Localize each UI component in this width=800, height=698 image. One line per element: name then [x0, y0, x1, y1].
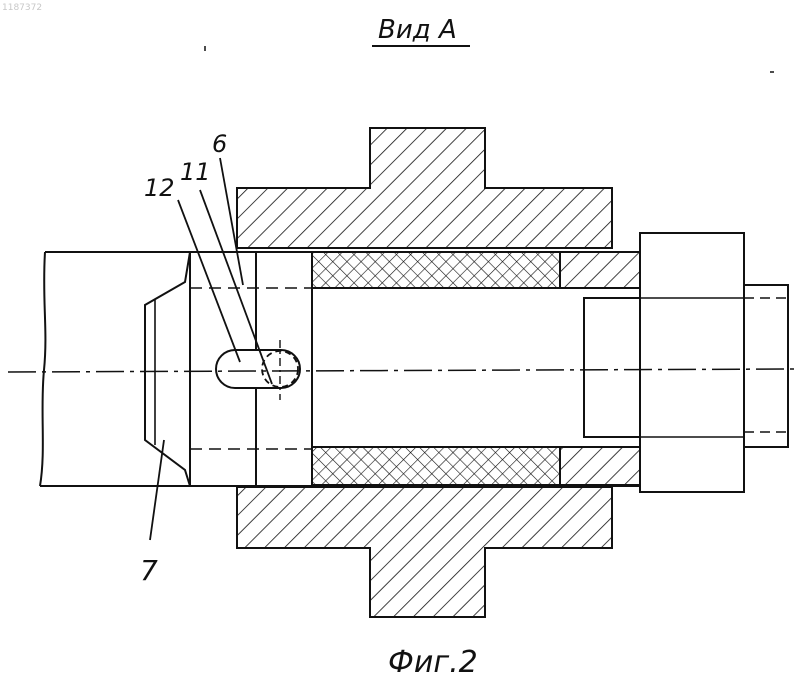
bolt-end	[744, 285, 788, 447]
document-number: 1187372	[2, 3, 42, 13]
housing-upper	[237, 128, 612, 248]
nut	[640, 233, 744, 492]
callout-6: 6	[212, 130, 227, 158]
callout-7: 7	[140, 554, 158, 587]
figure-caption: Фиг.2	[388, 645, 478, 680]
bushing-bottom-end	[560, 447, 640, 485]
leader-12	[178, 200, 240, 362]
bushing-top-end	[560, 252, 640, 288]
cone-element	[145, 252, 190, 486]
view-title: Вид А	[378, 15, 457, 45]
shaft-break-line	[40, 252, 45, 486]
leader-7	[150, 440, 164, 540]
bushing-bottom-crosshatch-overlay	[312, 447, 560, 485]
bolt-shank	[584, 298, 640, 437]
bushing-top-crosshatch-overlay	[312, 252, 560, 288]
callout-12: 12	[144, 174, 175, 202]
callout-11: 11	[180, 158, 211, 186]
housing-lower	[237, 487, 612, 617]
